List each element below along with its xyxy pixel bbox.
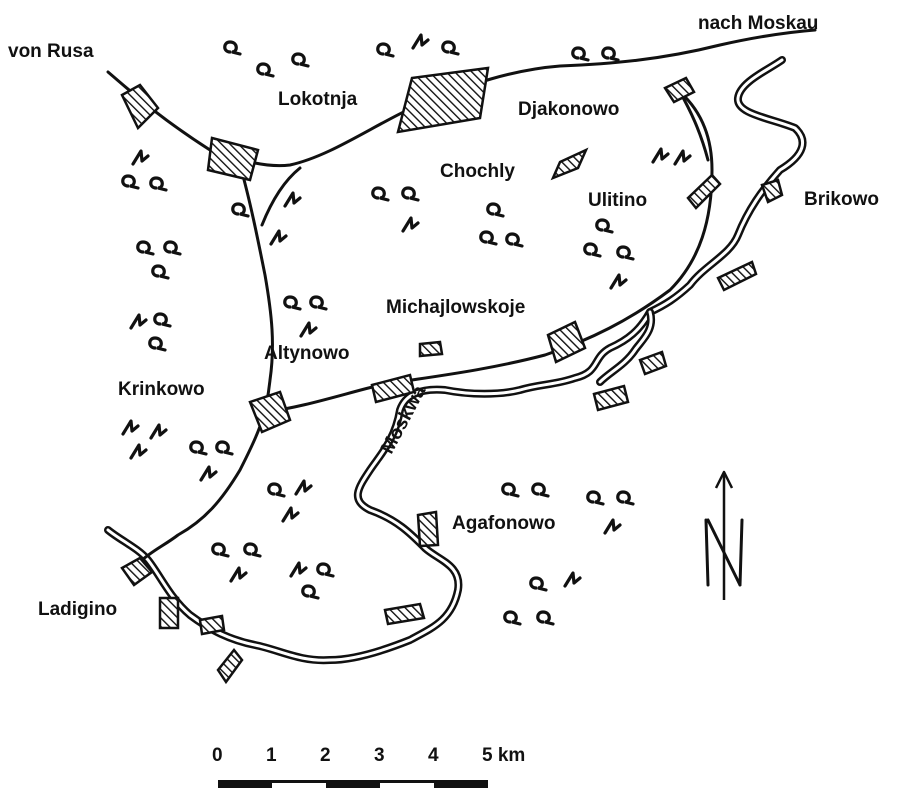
label-michajlowskoje: Michajlowskoje	[386, 297, 526, 318]
settlement-djakonowo	[663, 76, 696, 104]
settlement-lokotnja	[396, 66, 490, 134]
settlement-river-east1	[638, 350, 668, 376]
settlement-agafonowo	[416, 510, 440, 548]
settlement-rusa	[120, 83, 160, 131]
road-west	[138, 163, 274, 564]
settlement-michajlowskoje	[546, 320, 587, 364]
settlement-south-d	[216, 647, 244, 685]
settlement-brikowo	[760, 178, 784, 204]
settlement-ulitino	[686, 173, 722, 210]
settlement-altynowo	[370, 373, 416, 404]
scale-label-2: 2	[320, 745, 331, 766]
label-lokotnja: Lokotnja	[278, 89, 358, 110]
moskwa-river	[104, 56, 807, 665]
label-ulitino: Ulitino	[588, 190, 648, 211]
scale-label-4: 4	[428, 745, 439, 766]
settlement-junction	[206, 136, 260, 182]
label-djakonowo: Djakonowo	[518, 99, 620, 120]
settlements	[120, 66, 784, 685]
settlement-small-center	[418, 340, 444, 358]
scale-label-3: 3	[374, 745, 385, 766]
scale-bar	[218, 780, 488, 788]
road-branch	[260, 166, 302, 227]
label-krinkowo: Krinkowo	[118, 379, 205, 400]
settlement-south-c	[383, 602, 426, 626]
settlement-chochly	[550, 147, 589, 181]
scale-label-0: 0	[212, 745, 223, 766]
settlement-ladigino	[158, 596, 180, 630]
settlement-river-east2	[592, 384, 630, 412]
label-ladigino: Ladigino	[38, 599, 118, 620]
scale-label-5km: 5 km	[482, 745, 526, 766]
scale-label-1: 1	[266, 745, 277, 766]
label-chochly: Chochly	[440, 161, 515, 182]
label-altynowo: Altynowo	[264, 343, 350, 364]
label-agafonowo: Agafonowo	[452, 513, 556, 534]
settlement-krinkowo	[248, 390, 292, 434]
label-brikowo: Brikowo	[804, 189, 879, 210]
settlement-south-b	[198, 614, 226, 636]
settlement-south-a	[120, 556, 154, 587]
label-von-rusa: von Rusa	[8, 41, 94, 62]
north-arrow	[704, 470, 744, 600]
settlement-east	[716, 260, 758, 292]
label-nach-moskau: nach Moskau	[698, 13, 819, 34]
